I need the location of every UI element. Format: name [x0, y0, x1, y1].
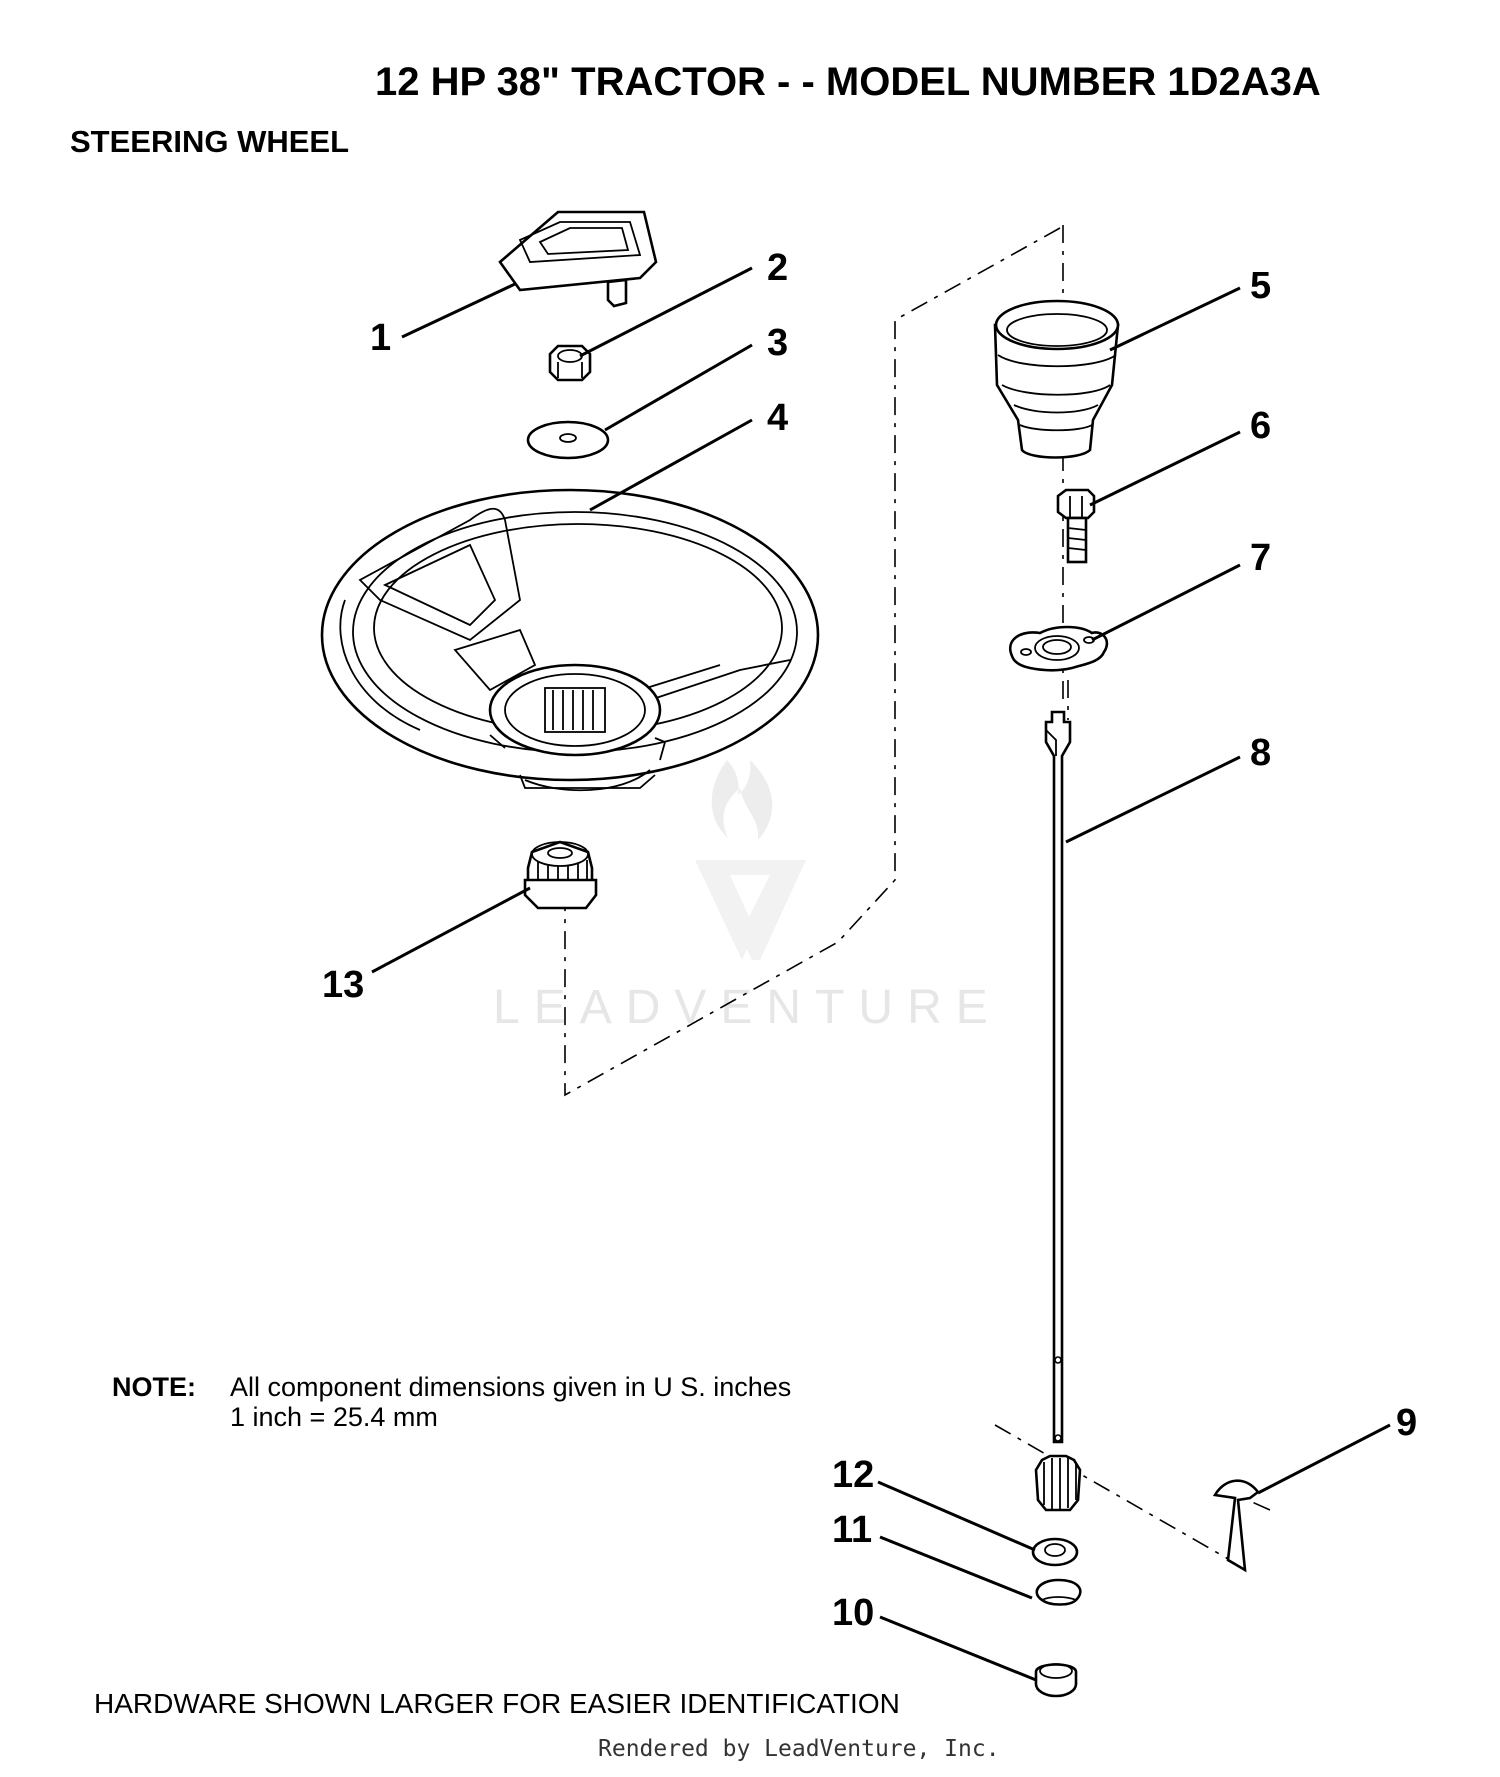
- note-line-1: All component dimensions given in U S. i…: [230, 1372, 792, 1402]
- part-2-nut: [548, 344, 592, 382]
- page-title: 12 HP 38" TRACTOR - - MODEL NUMBER 1D2A3…: [375, 60, 1321, 104]
- part-4-steering-wheel: [320, 488, 820, 792]
- leader-lines: [371, 266, 1391, 1682]
- assembly-lines: [564, 225, 1271, 1561]
- callout-2: 2: [767, 247, 788, 289]
- footer-credit: Rendered by LeadVenture, Inc.: [598, 1736, 1000, 1762]
- hardware-note: HARDWARE SHOWN LARGER FOR EASIER IDENTIF…: [94, 1688, 900, 1719]
- flame-v-logo-icon: [695, 760, 806, 960]
- callout-10: 10: [832, 1592, 874, 1634]
- part-12-washer: [1031, 1537, 1079, 1567]
- callout-3: 3: [767, 322, 788, 364]
- callout-12: 12: [832, 1454, 874, 1496]
- part-11-ring: [1035, 1578, 1082, 1606]
- watermark-text: LEADVENTURE: [493, 981, 1002, 1034]
- callout-6: 6: [1250, 405, 1271, 447]
- part-3-washer: [526, 420, 610, 460]
- callout-7: 7: [1250, 537, 1271, 579]
- part-10-cap: [1034, 1663, 1078, 1698]
- part-7-flange: [1009, 625, 1109, 672]
- part-9-clip: [1212, 1479, 1260, 1573]
- part-13-adapter: [523, 840, 598, 910]
- note-line-2: 1 inch = 25.4 mm: [230, 1402, 438, 1432]
- part-1-cap: [498, 210, 658, 308]
- part-8-shaft: [1034, 710, 1082, 1512]
- callout-13: 13: [322, 964, 364, 1006]
- callout-1: 1: [370, 317, 391, 359]
- callout-numbers: 1 2 3 4 5 6 7 8 9 10 11 12 13: [322, 247, 1417, 1634]
- section-title: STEERING WHEEL: [70, 124, 350, 159]
- callout-5: 5: [1250, 265, 1271, 307]
- part-6-bolt: [1056, 488, 1096, 564]
- callout-4: 4: [767, 397, 788, 439]
- callout-11: 11: [832, 1509, 872, 1551]
- part-5-boot: [993, 299, 1120, 459]
- callout-8: 8: [1250, 732, 1271, 774]
- callout-9: 9: [1396, 1402, 1417, 1444]
- dimension-note: NOTE: All component dimensions given in U…: [112, 1372, 791, 1432]
- note-label: NOTE:: [112, 1372, 196, 1402]
